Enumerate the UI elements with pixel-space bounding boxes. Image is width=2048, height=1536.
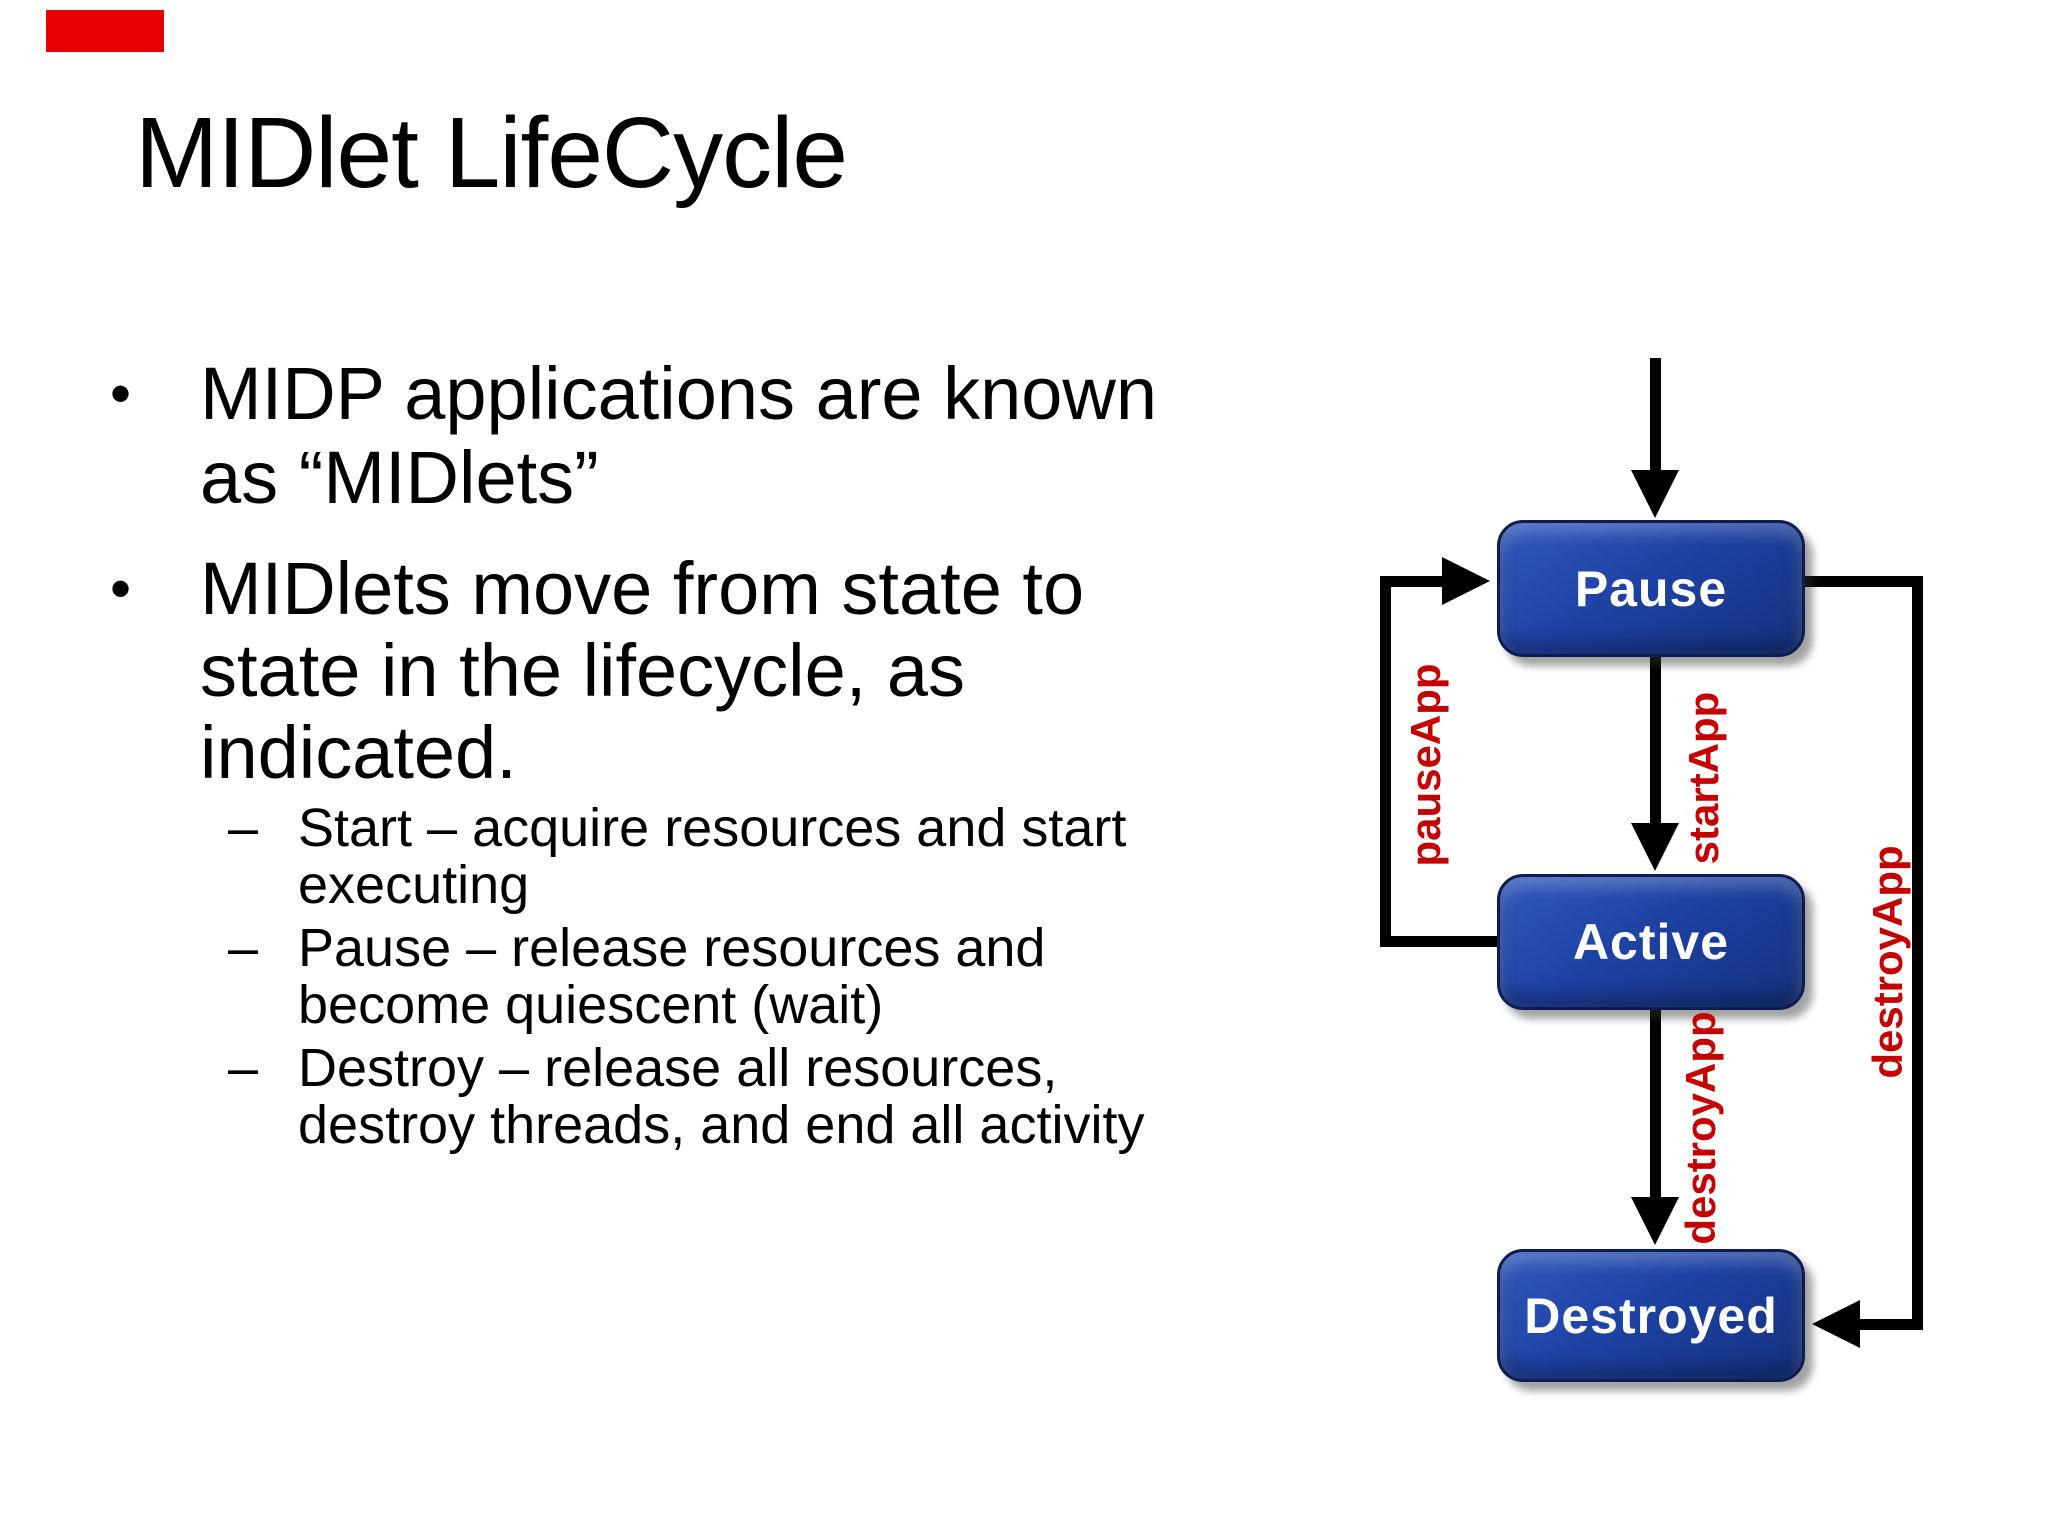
sub-bullet-dash: – (228, 918, 259, 978)
bullet-text: MIDP applications are known as “MIDlets” (200, 352, 1157, 520)
bullet-line: become quiescent (wait) (298, 975, 884, 1035)
destroy-app-arrow-head-icon (1631, 1197, 1679, 1245)
pause-to-destroyed-line-vertical (1912, 576, 1923, 1330)
bullet-item: • MIDlets move from state to state in th… (100, 548, 1084, 794)
page-title: MIDlet LifeCycle (135, 97, 848, 209)
transition-label-destroyapp-center: destroyApp (1677, 1011, 1724, 1245)
state-label: Destroyed (1524, 1287, 1778, 1344)
sub-bullet-text: Destroy – release all resources, destroy… (298, 1040, 1144, 1154)
state-node-pause: Pause (1497, 520, 1805, 657)
state-label: Active (1572, 914, 1730, 970)
initial-arrow-head-icon (1631, 470, 1679, 518)
sub-bullet-dash: – (228, 798, 259, 858)
pause-to-destroyed-line-bottom (1858, 1319, 1923, 1330)
state-node-destroyed: Destroyed (1497, 1249, 1805, 1382)
start-app-arrow-shaft (1650, 655, 1661, 823)
destroy-app-arrow-shaft (1650, 1008, 1661, 1197)
bullet-line: MIDP applications are known (200, 352, 1158, 435)
transition-label-startapp: startApp (1680, 691, 1727, 865)
state-node-active: Active (1497, 874, 1805, 1010)
bullet-item: • MIDP applications are known as “MIDlet… (100, 352, 1157, 520)
pause-arrow-head-icon (1442, 557, 1490, 605)
active-to-pause-line-bottom (1380, 936, 1498, 947)
sub-bullet-item: – Pause – release resources and become q… (100, 920, 1045, 1034)
bullet-line: indicated. (200, 711, 517, 794)
bullet-line: Pause – release resources and (298, 918, 1046, 978)
sub-bullet-dash: – (228, 1038, 259, 1098)
active-to-pause-line-top (1380, 576, 1444, 587)
bullet-dot: • (110, 555, 132, 622)
sub-bullet-text: Pause – release resources and become qui… (298, 920, 1045, 1034)
bullet-dot: • (110, 360, 132, 427)
bullet-line: as “MIDlets” (200, 436, 599, 519)
destroyed-arrow-head-icon (1812, 1300, 1860, 1348)
bullet-line: Start – acquire resources and start (298, 798, 1127, 858)
active-to-pause-line-vertical (1380, 576, 1391, 947)
transition-label-pauseapp: pauseApp (1402, 663, 1449, 867)
bullet-line: executing (298, 855, 530, 915)
bullet-line: Destroy – release all resources, (298, 1038, 1058, 1098)
sub-bullet-item: – Start – acquire resources and start ex… (100, 800, 1126, 914)
start-app-arrow-head-icon (1631, 823, 1679, 871)
pause-to-destroyed-line-top (1805, 576, 1923, 587)
sub-bullet-text: Start – acquire resources and start exec… (298, 800, 1126, 914)
bullet-line: destroy threads, and end all activity (298, 1095, 1145, 1155)
transition-label-destroyapp-right: destroyApp (1864, 845, 1911, 1079)
initial-arrow-shaft (1650, 358, 1661, 470)
bullet-line: MIDlets move from state to (200, 547, 1085, 630)
bullet-line: state in the lifecycle, as (200, 629, 966, 712)
top-left-red-bar (46, 10, 164, 52)
bullet-text: MIDlets move from state to state in the … (200, 548, 1084, 794)
state-label: Pause (1574, 560, 1728, 617)
sub-bullet-item: – Destroy – release all resources, destr… (100, 1040, 1144, 1154)
